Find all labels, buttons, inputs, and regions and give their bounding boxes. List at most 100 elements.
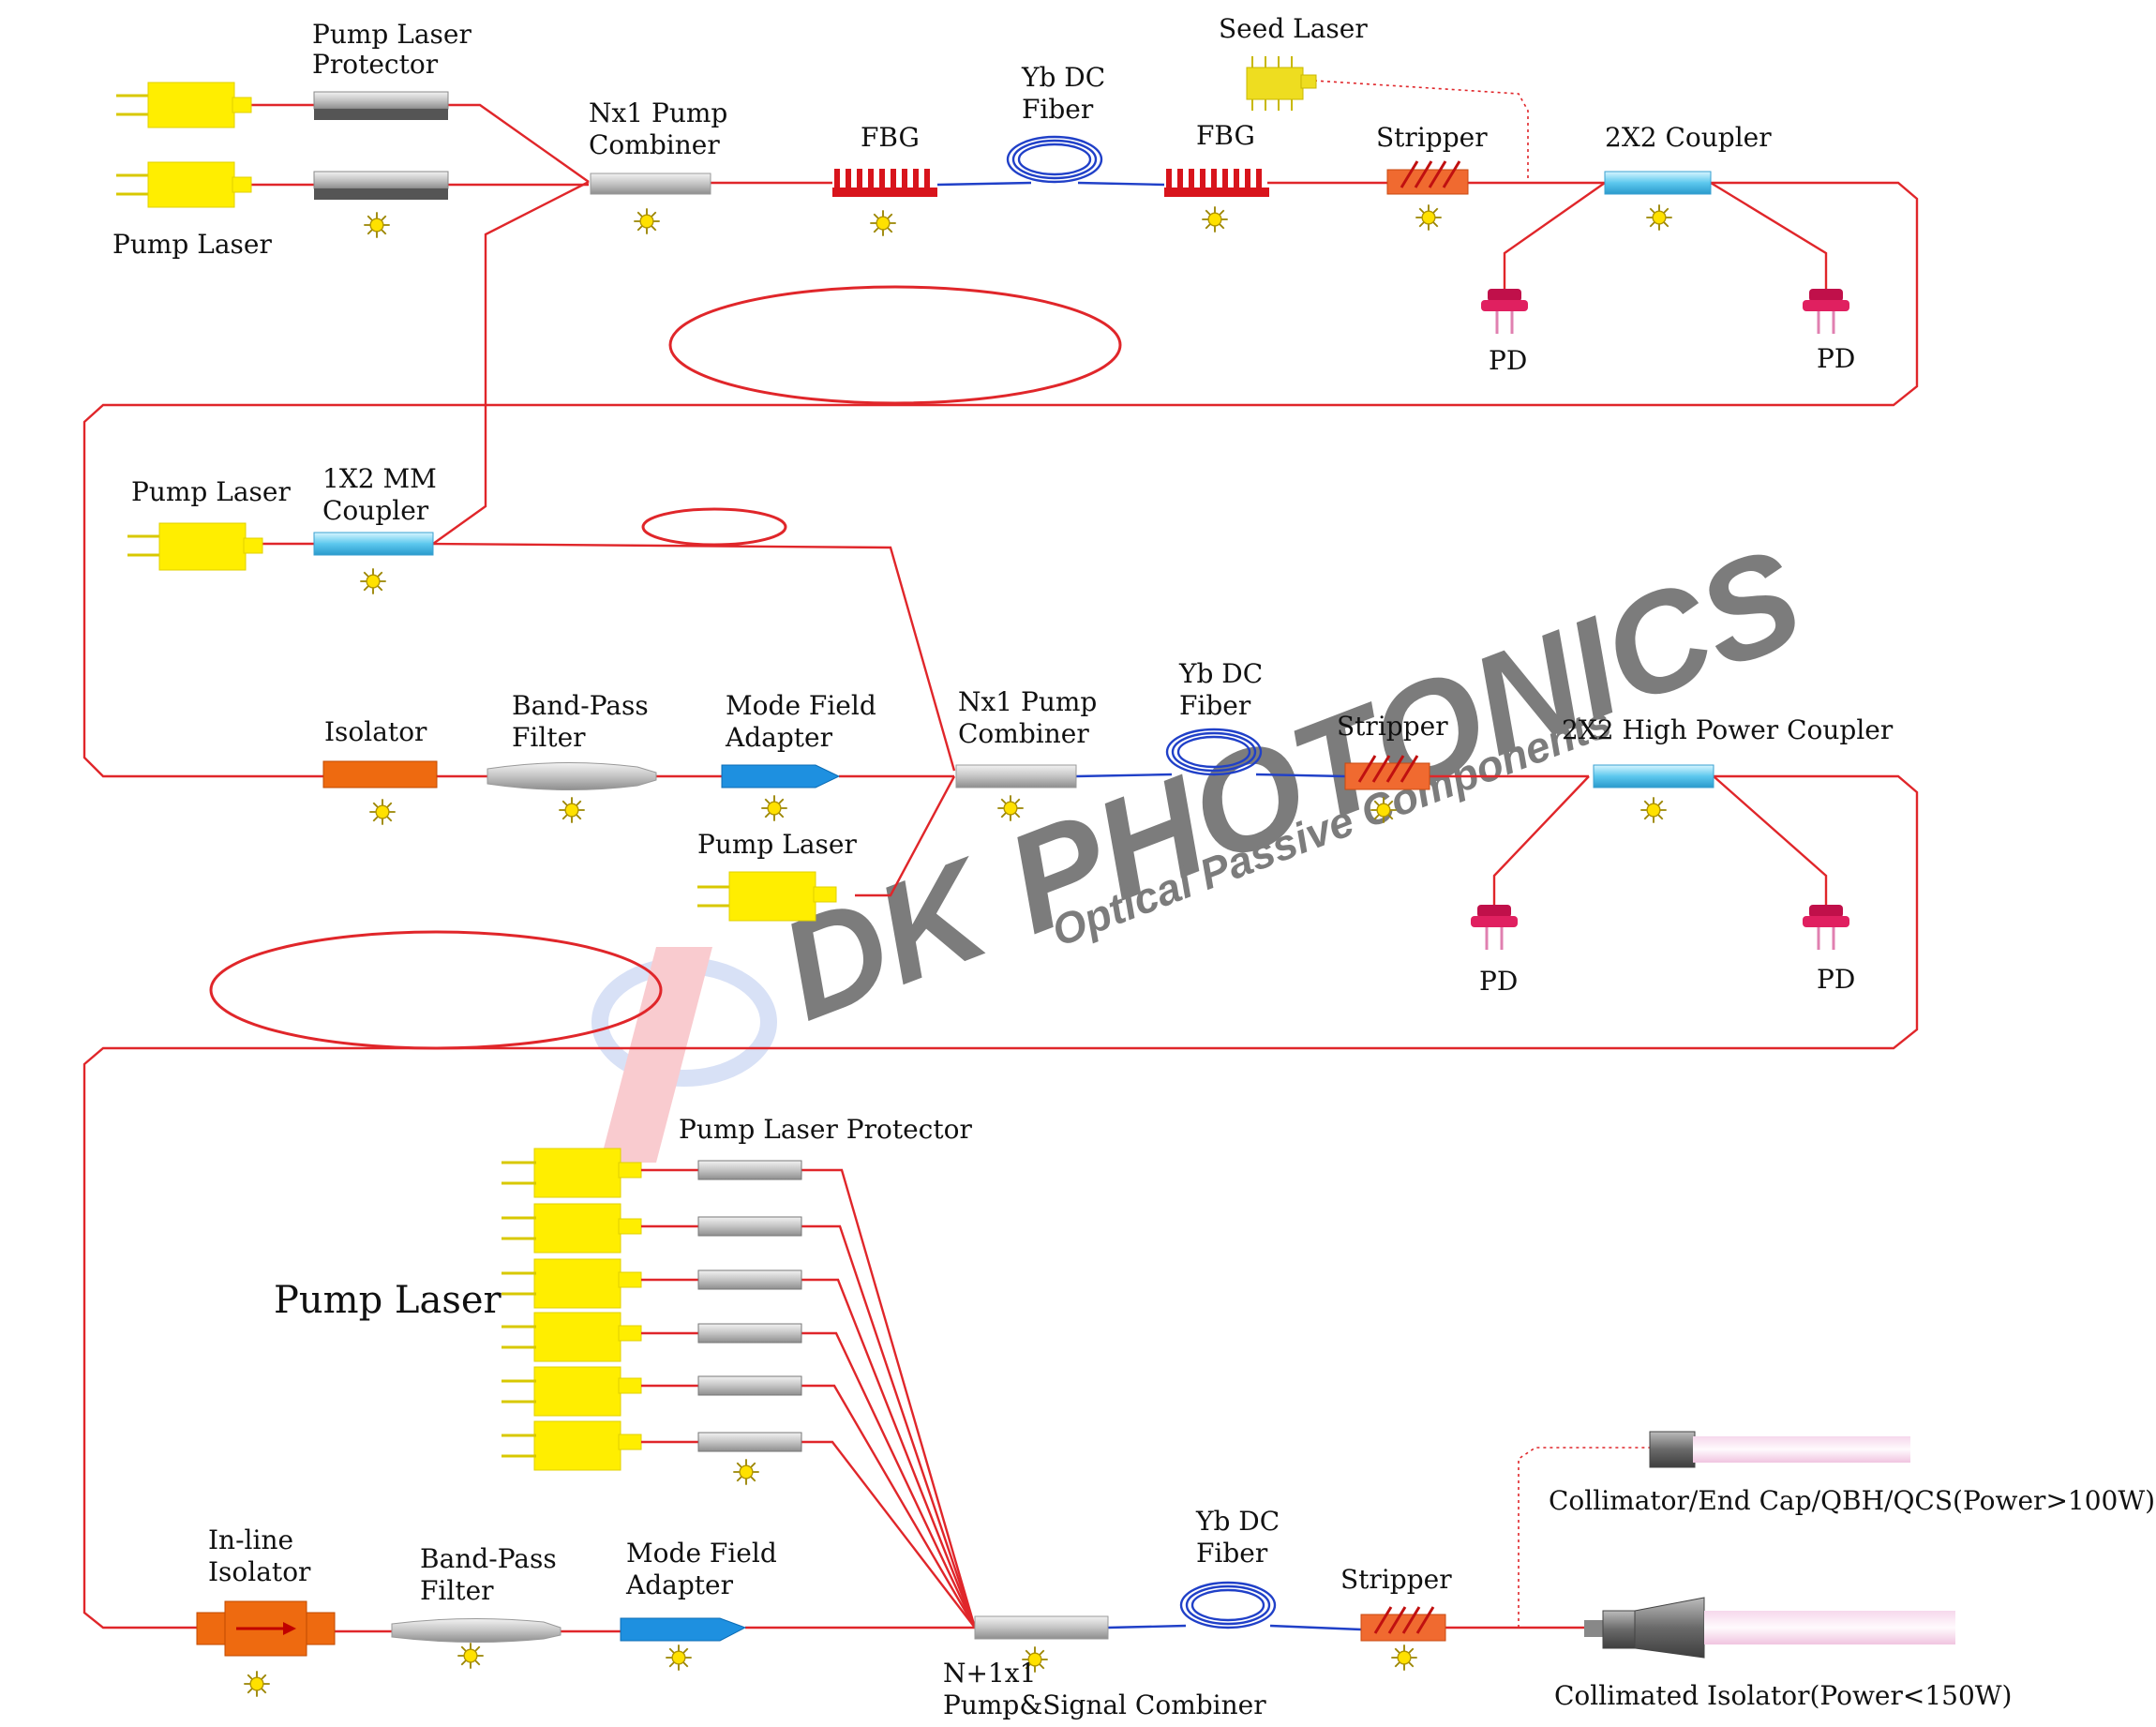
- inline-isolator: [196, 1600, 336, 1657]
- fiber-coils: [209, 285, 1122, 1050]
- pd-1: [1481, 289, 1528, 334]
- label-yb-fiber-2-l2: Fiber: [1179, 690, 1251, 721]
- label-pd-3: PD: [1479, 966, 1518, 997]
- label-mfa-1-l2: Adapter: [725, 722, 833, 753]
- mode-field-adapter-1: [721, 764, 841, 788]
- heat-sun-icon: [243, 1670, 271, 1698]
- label-pump-laser-bottom: Pump Laser: [697, 829, 857, 860]
- label-fbg-right: FBG: [1196, 120, 1255, 151]
- label-yb-fiber-3-l2: Fiber: [1196, 1538, 1268, 1569]
- band-pass-filter-1: [487, 761, 657, 791]
- stripper-1: [1386, 160, 1469, 195]
- coupler-2x2: [1604, 171, 1712, 195]
- heat-sun-icon: [869, 209, 897, 237]
- pd-2: [1803, 289, 1849, 334]
- heat-sun-icon: [1201, 205, 1229, 233]
- label-inline-isolator-l1: In-line: [208, 1524, 293, 1555]
- label-yb-fiber-l2: Fiber: [1022, 94, 1094, 125]
- high-power-coupler: [1593, 764, 1714, 788]
- heat-sun-icon: [558, 796, 586, 824]
- label-bpf-1-l1: Band-Pass: [512, 690, 649, 721]
- pump-protector-bank: [641, 1160, 802, 1452]
- label-stripper-3: Stripper: [1340, 1564, 1452, 1595]
- label-collimator: Collimator/End Cap/QBH/QCS(Power>100W): [1549, 1485, 2155, 1516]
- label-pump-laser-left: Pump Laser: [131, 476, 291, 507]
- heat-sun-icon: [363, 211, 391, 239]
- heat-sun-icon: [1645, 203, 1673, 232]
- label-bpf-2-l2: Filter: [420, 1575, 494, 1606]
- label-collimated-isolator: Collimated Isolator(Power<150W): [1554, 1680, 2012, 1711]
- label-pump-laser-3: Pump Laser: [274, 1279, 502, 1322]
- heat-sun-icon: [1639, 796, 1668, 824]
- label-pd-4: PD: [1817, 964, 1855, 995]
- mode-field-adapter-2: [620, 1617, 747, 1642]
- heat-sun-icon: [665, 1644, 693, 1672]
- fbg-left: [832, 169, 937, 197]
- label-mm-coupler-l1: 1X2 MM: [322, 463, 437, 494]
- fbg-right: [1164, 169, 1269, 197]
- pd-4: [1803, 905, 1849, 950]
- pump-laser-2: [116, 161, 252, 208]
- heat-sun-icon: [359, 567, 387, 595]
- dotted-links: [1313, 80, 1650, 1628]
- heat-sun-icon: [1415, 203, 1443, 232]
- collimator-end-cap: [1649, 1431, 1910, 1468]
- label-mfa-2-l2: Adapter: [625, 1569, 734, 1600]
- label-mfa-1-l1: Mode Field: [726, 690, 876, 721]
- label-mfa-2-l1: Mode Field: [626, 1538, 777, 1569]
- label-yb-fiber-2-l1: Yb DC: [1178, 658, 1263, 689]
- label-yb-fiber-l1: Yb DC: [1021, 62, 1105, 93]
- label-2x2-coupler: 2X2 Coupler: [1605, 122, 1772, 153]
- label-yb-fiber-3-l1: Yb DC: [1195, 1506, 1280, 1537]
- label-isolator: Isolator: [324, 716, 427, 747]
- heat-sun-icon: [368, 798, 397, 826]
- isolator: [322, 760, 438, 788]
- pd-3: [1471, 905, 1518, 950]
- heat-sun-icon: [457, 1642, 485, 1670]
- yb-fiber-coil-1: [1006, 135, 1103, 184]
- pump-laser-4: [697, 871, 837, 922]
- label-signal-combiner-l2: Pump&Signal Combiner: [943, 1689, 1266, 1720]
- labels-stage2: Pump Laser 1X2 MM Coupler Isolator Band-…: [131, 463, 1894, 997]
- label-nx1-combiner-2-l2: Combiner: [958, 718, 1089, 749]
- label-stripper-2: Stripper: [1337, 711, 1448, 742]
- watermark-logo-icon: [591, 947, 777, 1163]
- labels-stage1: Pump Laser Protector Pump Laser Nx1 Pump…: [112, 13, 1855, 376]
- pump-laser-3: [127, 522, 263, 571]
- label-fbg-left: FBG: [861, 122, 920, 153]
- heat-sun-icon: [633, 207, 661, 235]
- label-high-power-coupler: 2X2 High Power Coupler: [1562, 714, 1894, 745]
- heat-sun-icon: [760, 794, 788, 822]
- pump-laser-bank: [533, 1148, 642, 1471]
- pump-laser-1: [116, 82, 252, 128]
- heat-sun-icon: [1370, 796, 1398, 824]
- label-stripper-1: Stripper: [1376, 122, 1488, 153]
- label-mm-coupler-l2: Coupler: [322, 495, 429, 526]
- label-nx1-combiner-l1: Nx1 Pump: [589, 98, 727, 128]
- label-seed-laser: Seed Laser: [1219, 13, 1368, 44]
- label-nx1-combiner-l2: Combiner: [589, 129, 720, 160]
- band-pass-filter-2: [391, 1617, 561, 1644]
- label-pump-laser-protector-3: Pump Laser Protector: [679, 1114, 972, 1145]
- signal-combiner: [974, 1615, 1109, 1640]
- stripper-2: [1344, 755, 1430, 790]
- heat-sun-icon: [1390, 1644, 1418, 1672]
- yb-fiber-coil-3: [1179, 1581, 1277, 1629]
- pump-protector-2: [313, 171, 449, 200]
- pump-protector-1: [313, 91, 449, 120]
- label-bpf-2-l1: Band-Pass: [420, 1543, 557, 1574]
- stripper-3: [1360, 1606, 1446, 1642]
- label-pd-2: PD: [1817, 343, 1855, 374]
- heat-sun-icon: [996, 794, 1025, 822]
- pump-bank-pins: [502, 1161, 536, 1458]
- heat-sun-icon: [732, 1458, 760, 1486]
- pump-combiner-2: [955, 764, 1077, 788]
- label-pump-laser-protector-l1: Pump Laser: [312, 19, 472, 50]
- seed-laser: [1246, 56, 1317, 111]
- label-pd-1: PD: [1489, 345, 1527, 376]
- label-nx1-combiner-2-l1: Nx1 Pump: [958, 686, 1097, 717]
- label-inline-isolator-l2: Isolator: [208, 1556, 311, 1587]
- label-signal-combiner-l1: N+1x1: [943, 1658, 1036, 1689]
- label-pump-laser-protector-l2: Protector: [312, 49, 439, 80]
